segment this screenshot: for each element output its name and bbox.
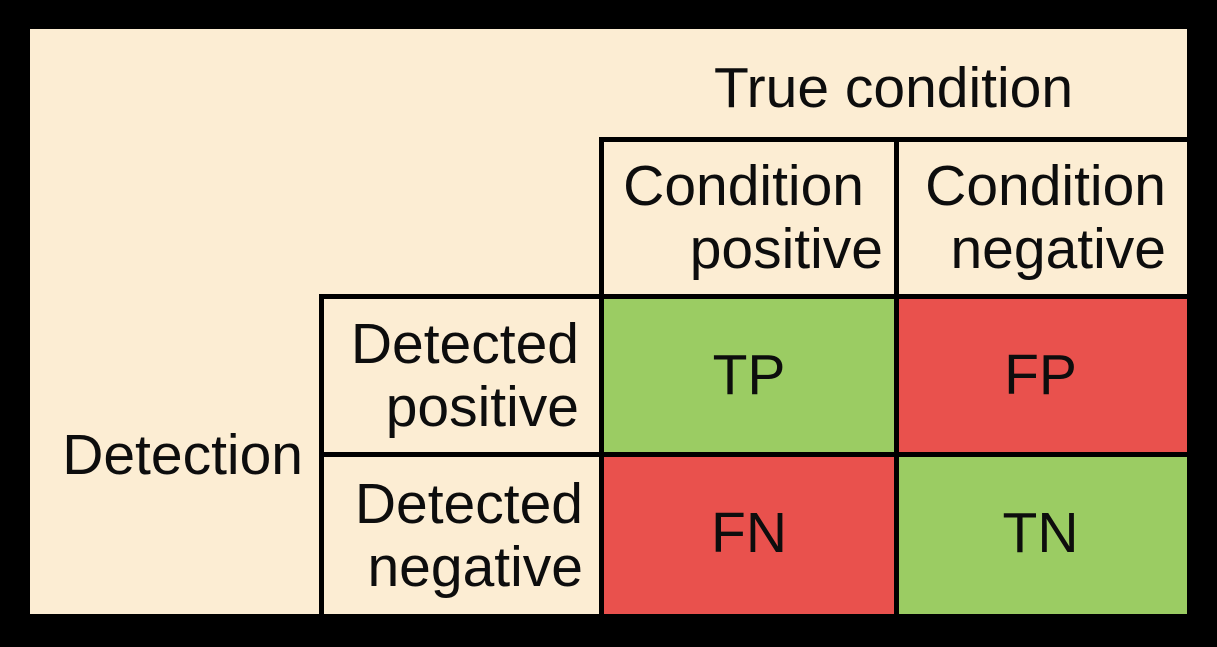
row-header-line: positive xyxy=(385,374,579,439)
cell-false-negative-label: FN xyxy=(711,500,787,565)
column-header-line: Condition xyxy=(925,154,1166,218)
gridline-left-of-row-headers xyxy=(319,294,324,614)
confusion-matrix-board: TP FP FN TN True condition Condition pos… xyxy=(30,29,1187,614)
column-header-line: positive xyxy=(689,217,883,281)
gridline-under-title xyxy=(599,137,1187,142)
row-header-detected-negative: Detected negative xyxy=(324,457,599,614)
cell-false-positive: FP xyxy=(894,294,1187,457)
column-header-condition-negative: Condition negative xyxy=(899,142,1187,294)
gridline-left-of-values xyxy=(599,137,604,614)
row-header-line: Detected xyxy=(354,471,583,536)
gridline-between-rows xyxy=(319,452,1187,457)
column-header-line: Condition xyxy=(623,154,864,218)
gridline-between-columns xyxy=(894,137,899,614)
cell-true-negative: TN xyxy=(894,452,1187,614)
row-header-line: negative xyxy=(367,534,583,599)
cell-false-positive-label: FP xyxy=(1004,343,1077,407)
top-axis-label-text: True condition xyxy=(713,55,1074,120)
cell-true-positive: TP xyxy=(599,294,899,457)
cell-true-negative-label: TN xyxy=(1002,500,1079,565)
cell-false-negative: FN xyxy=(599,452,899,614)
side-axis-label-text: Detection xyxy=(62,422,303,487)
row-header-detected-positive: Detected positive xyxy=(324,299,599,452)
column-header-condition-positive: Condition positive xyxy=(604,142,894,294)
cell-true-positive-label: TP xyxy=(712,343,786,407)
column-header-line: negative xyxy=(950,217,1166,281)
top-axis-label: True condition xyxy=(600,29,1187,137)
row-header-line: Detected xyxy=(350,311,579,376)
gridline-under-column-headers xyxy=(319,294,1187,299)
side-axis-label: Detection xyxy=(30,375,319,535)
